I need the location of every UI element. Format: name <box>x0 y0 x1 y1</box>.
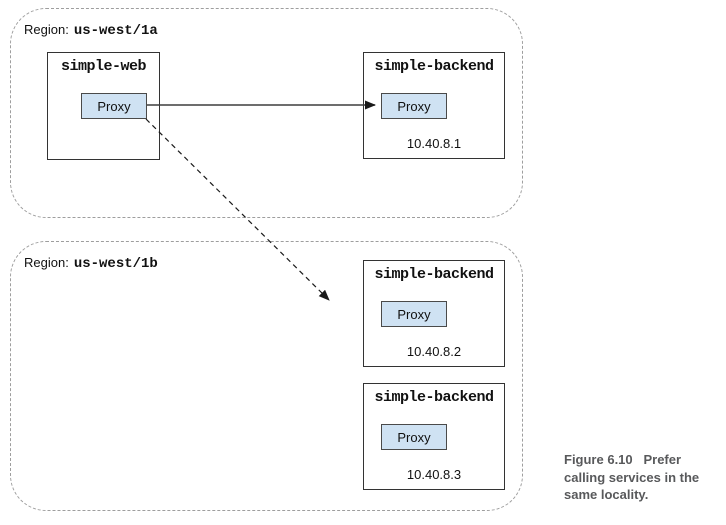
backend-ip-3: 10.40.8.3 <box>406 467 462 482</box>
backend-ip-1: 10.40.8.1 <box>406 136 462 151</box>
service-title: simple-backend <box>374 266 494 283</box>
region-name-1b: us-west/1b <box>73 256 158 272</box>
figure-caption: Figure 6.10 Prefer calling services in t… <box>564 452 700 503</box>
backend-ip-2: 10.40.8.2 <box>406 344 462 359</box>
service-simple-web: simple-web Proxy <box>47 52 160 160</box>
service-simple-backend-2: simple-backend Proxy 10.40.8.2 <box>363 260 505 367</box>
service-simple-backend-1: simple-backend Proxy 10.40.8.1 <box>363 52 505 159</box>
service-title: simple-backend <box>374 58 494 75</box>
region-name-1a: us-west/1a <box>73 23 158 39</box>
region-label-1a: Region: us-west/1a <box>24 22 158 39</box>
service-title: simple-backend <box>374 389 494 406</box>
region-label-prefix: Region: <box>24 22 69 37</box>
region-label-prefix: Region: <box>24 255 69 270</box>
proxy-box-backend-1: Proxy <box>381 93 447 119</box>
service-title: simple-web <box>60 58 147 75</box>
proxy-box-backend-2: Proxy <box>381 301 447 327</box>
service-simple-backend-3: simple-backend Proxy 10.40.8.3 <box>363 383 505 490</box>
proxy-box-backend-3: Proxy <box>381 424 447 450</box>
proxy-box-web: Proxy <box>81 93 147 119</box>
region-label-1b: Region: us-west/1b <box>24 255 158 272</box>
